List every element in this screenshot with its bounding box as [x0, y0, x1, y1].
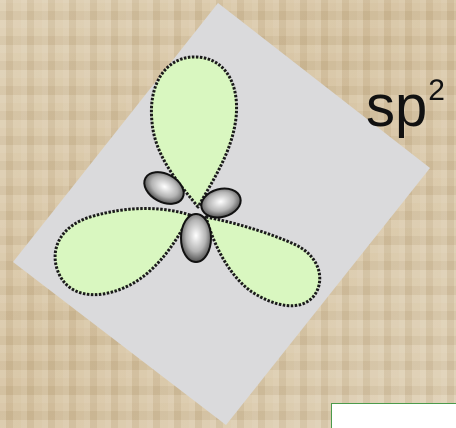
- small-lobe-bottom: [181, 214, 211, 262]
- label-base: sp: [366, 74, 427, 139]
- sp2-label: sp2: [366, 78, 445, 136]
- label-superscript: 2: [428, 74, 445, 107]
- corner-box: [331, 403, 456, 428]
